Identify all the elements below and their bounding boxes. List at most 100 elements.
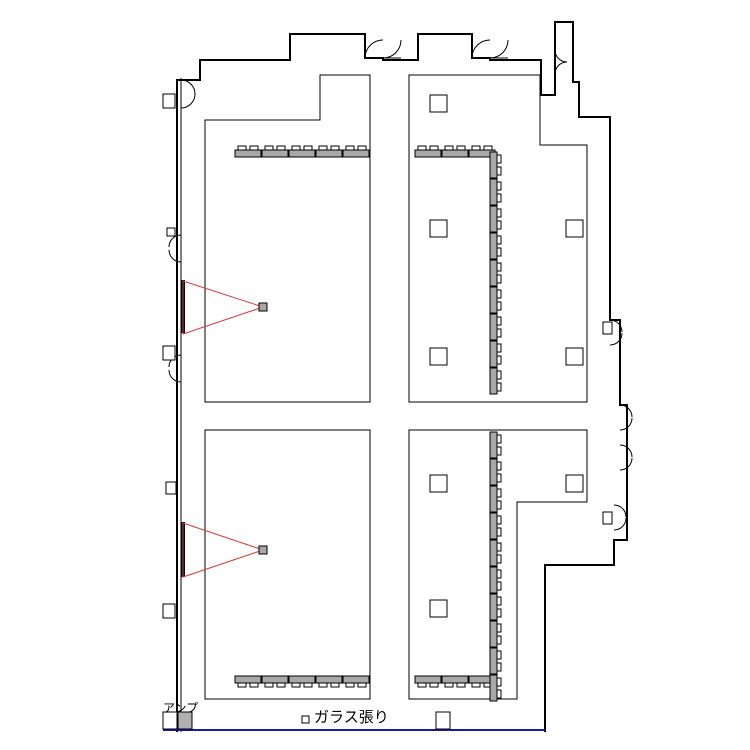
chair: [496, 581, 502, 591]
room-bottom-left: [204, 429, 371, 700]
chair: [345, 145, 355, 151]
chair: [357, 682, 367, 688]
door-swing-right-1: [609, 319, 623, 346]
table: [441, 675, 469, 684]
table: [489, 512, 498, 540]
chair: [496, 500, 502, 510]
block-right-2: [602, 511, 613, 525]
glass-label: ガラス張り: [314, 708, 389, 726]
chair: [318, 682, 328, 688]
table: [489, 286, 498, 314]
block-left-5: [166, 227, 176, 237]
table: [489, 593, 498, 621]
chair: [496, 181, 502, 191]
door-swing-right-top: [554, 49, 568, 76]
table: [489, 313, 498, 341]
chair: [496, 554, 502, 564]
rooms: [204, 74, 588, 700]
door-swing-top-left: [180, 79, 196, 109]
table: [315, 149, 343, 158]
table: [489, 458, 498, 486]
chair: [496, 328, 502, 338]
chair: [303, 145, 313, 151]
chair: [429, 682, 439, 688]
chair: [444, 145, 454, 151]
block-left-4: [162, 603, 176, 619]
projector-upper: [258, 302, 268, 312]
projection-cone-lower: [182, 522, 265, 578]
table: [261, 675, 289, 684]
table: [489, 566, 498, 594]
column: [565, 347, 584, 366]
door-swing-left-1: [168, 234, 182, 263]
chair: [237, 145, 247, 151]
chair: [496, 689, 502, 699]
chair: [483, 145, 493, 151]
amp-box: [177, 711, 193, 730]
table: [288, 675, 316, 684]
chair: [345, 682, 355, 688]
chair: [496, 301, 502, 311]
bottom-area: アンプ ガラス張り: [162, 701, 545, 731]
table: [489, 178, 498, 206]
table: [261, 149, 289, 158]
chair: [496, 355, 502, 365]
chair: [496, 370, 502, 380]
amp-box-white: [162, 711, 178, 730]
chair: [496, 461, 502, 471]
table: [234, 149, 262, 158]
table: [414, 149, 442, 158]
door-swing-right-3: [613, 504, 627, 531]
chair: [496, 623, 502, 633]
chair: [496, 515, 502, 525]
chair: [496, 343, 502, 353]
chair: [496, 382, 502, 392]
chair: [496, 473, 502, 483]
chair: [357, 145, 367, 151]
table: [489, 232, 498, 260]
amp-label: アンプ: [163, 701, 198, 715]
chair: [496, 193, 502, 203]
table: [489, 647, 498, 675]
block-left-3: [165, 481, 177, 495]
chair: [249, 682, 259, 688]
column: [429, 219, 448, 238]
chair: [496, 235, 502, 245]
chair: [330, 682, 340, 688]
table: [489, 367, 498, 395]
chair: [330, 145, 340, 151]
table: [315, 675, 343, 684]
room-top-right: [408, 74, 588, 403]
column: [565, 474, 584, 493]
chair: [496, 569, 502, 579]
chair: [291, 682, 301, 688]
glass-marker: [301, 715, 310, 724]
chair: [417, 145, 427, 151]
chair: [318, 145, 328, 151]
table: [288, 149, 316, 158]
table: [489, 674, 498, 702]
chair: [456, 145, 466, 151]
chair: [496, 608, 502, 618]
chair: [496, 289, 502, 299]
door-swing-top-1: [364, 39, 402, 59]
chair: [496, 446, 502, 456]
top-wall: [176, 21, 628, 732]
chair: [291, 145, 301, 151]
table: [489, 259, 498, 287]
chair: [496, 434, 502, 444]
projection-cone-upper: [182, 280, 265, 335]
columns: [429, 94, 584, 618]
projector-lower: [258, 545, 268, 555]
room-bottom-right: [408, 429, 588, 700]
column: [429, 94, 448, 113]
av-equipment: [181, 280, 268, 578]
chair: [496, 650, 502, 660]
table: [489, 151, 498, 179]
table: [441, 149, 469, 158]
chair: [496, 677, 502, 687]
table: [342, 675, 370, 684]
column: [429, 347, 448, 366]
table: [489, 340, 498, 368]
